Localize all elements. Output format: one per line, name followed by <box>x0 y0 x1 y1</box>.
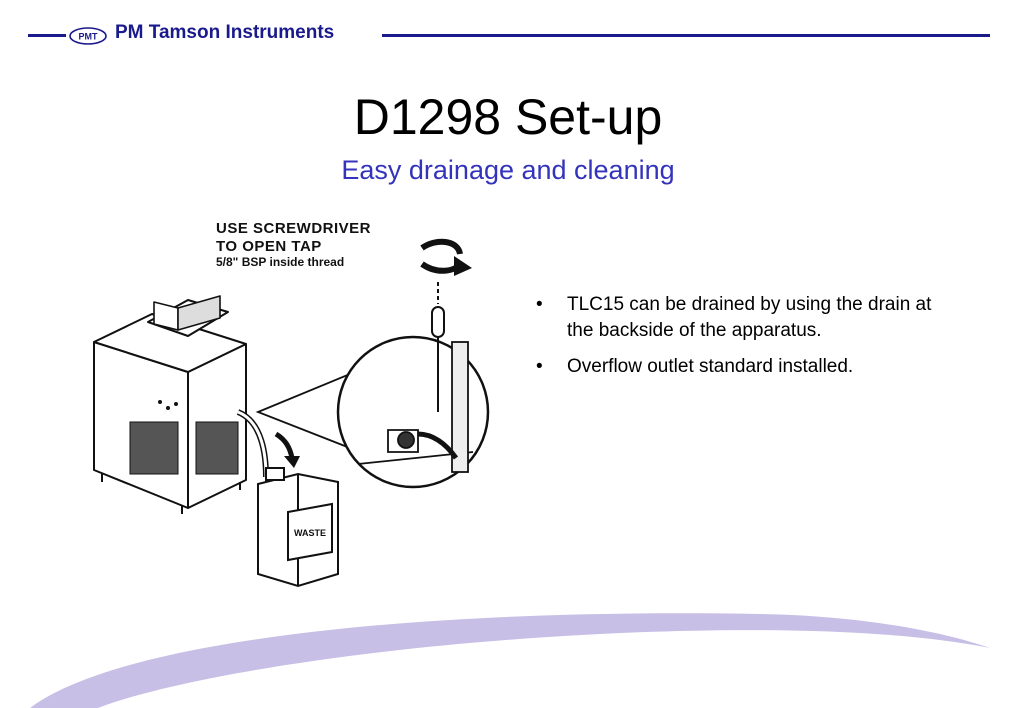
bullet-list: • TLC15 can be drained by using the drai… <box>536 292 936 390</box>
bullet-text: Overflow outlet standard installed. <box>567 356 854 377</box>
caption-line-1: USE SCREWDRIVER <box>216 220 372 237</box>
caption-line-2: TO OPEN TAP <box>216 238 322 255</box>
caption-line-3: 5/8" BSP inside thread <box>216 255 345 269</box>
jerrycan-label: WASTE <box>294 528 326 538</box>
bullet-item: • Overflow outlet standard installed. <box>536 354 936 380</box>
drain-setup-illustration: WASTE <box>93 238 490 588</box>
brand-name: PM Tamson Instruments <box>115 22 335 43</box>
slide-subtitle: Easy drainage and cleaning <box>341 155 675 185</box>
swoosh-shape <box>30 613 990 708</box>
figure-caption: USE SCREWDRIVER TO OPEN TAP 5/8" BSP ins… <box>216 221 371 268</box>
bullet-dot-icon: • <box>536 356 543 377</box>
header-rule-left <box>28 34 66 37</box>
slide-title: D1298 Set-up <box>353 89 663 145</box>
logo-badge-text: PMT <box>79 32 99 42</box>
header-rule-right <box>382 34 990 37</box>
bullet-text: TLC15 can be drained by using the drain … <box>567 294 932 341</box>
bullet-item: • TLC15 can be drained by using the drai… <box>536 292 936 344</box>
pmt-logo-icon: PMT <box>69 27 107 45</box>
bullet-dot-icon: • <box>536 294 543 315</box>
footer-swoosh <box>30 613 990 708</box>
